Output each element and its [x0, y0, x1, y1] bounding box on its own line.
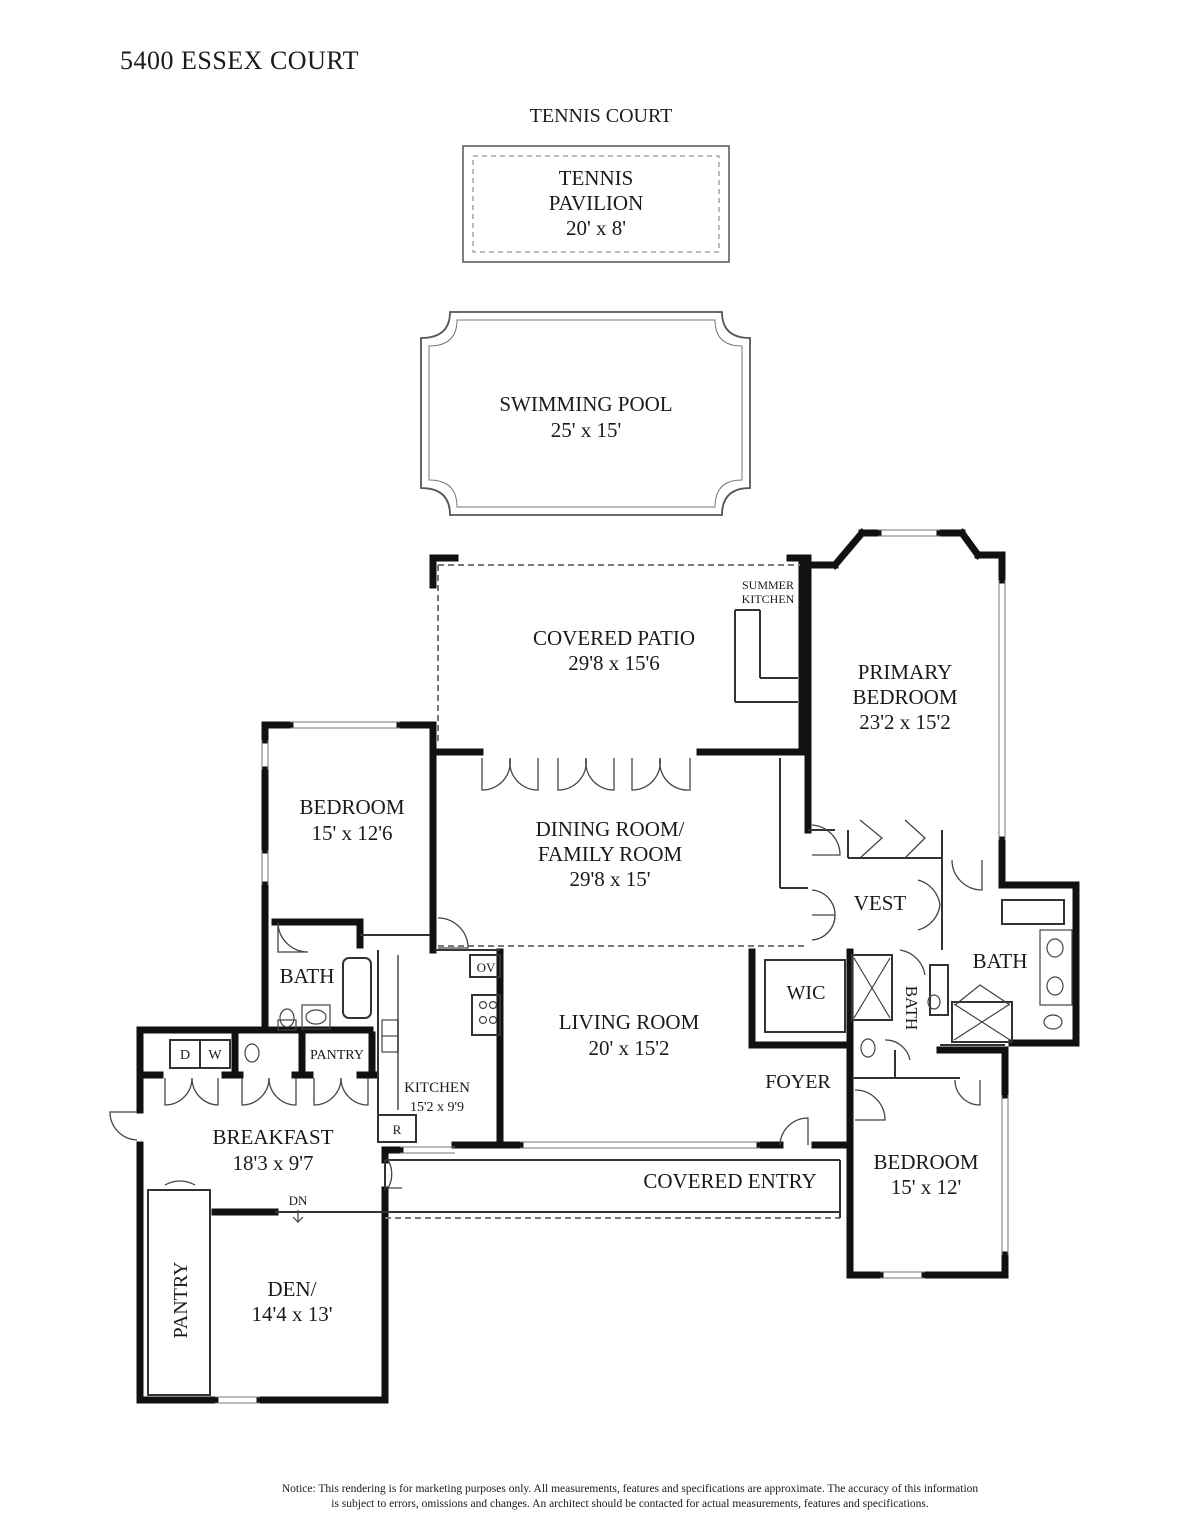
- covered-entry-label: COVERED ENTRY: [643, 1169, 816, 1193]
- wic-label: WIC: [787, 982, 826, 1004]
- breakfast-label: BREAKFAST: [213, 1125, 334, 1149]
- dryer-label: D: [180, 1048, 190, 1063]
- primary-bedroom-label-1: PRIMARY: [858, 660, 953, 684]
- dining-family-label-2: FAMILY ROOM: [538, 842, 683, 866]
- walls: [136, 528, 1080, 1404]
- refrigerator-label: R: [393, 1122, 402, 1137]
- tennis-pavilion: [462, 145, 730, 263]
- bath-primary-label: BATH: [973, 949, 1028, 973]
- living-room-label: LIVING ROOM: [559, 1010, 700, 1034]
- den-label: DEN/: [268, 1277, 317, 1301]
- bath-hall-label: BATH: [902, 986, 921, 1030]
- bedroom-west-size: 15' x 12'6: [311, 821, 392, 845]
- windows: [215, 529, 1009, 1404]
- pantry-small-label: PANTRY: [310, 1048, 364, 1063]
- kitchen-size: 15'2 x 9'9: [410, 1100, 464, 1115]
- bedroom-east-size: 15' x 12': [891, 1175, 962, 1199]
- breakfast-size: 18'3 x 9'7: [232, 1151, 313, 1175]
- covered-patio-size: 29'8 x 15'6: [568, 651, 660, 675]
- bedroom-west-label: BEDROOM: [299, 795, 404, 819]
- room-labels: TENNIS COURT TENNIS PAVILION 20' x 8' SW…: [170, 105, 1027, 1339]
- summer-kitchen-label-1: SUMMER: [742, 578, 794, 592]
- living-room-size: 20' x 15'2: [588, 1036, 669, 1060]
- oven-label: OV: [477, 960, 496, 975]
- pantry-tall-label: PANTRY: [170, 1261, 192, 1338]
- notice-line-2: is subject to errors, omissions and chan…: [331, 1498, 929, 1510]
- primary-bedroom-label-2: BEDROOM: [852, 685, 957, 709]
- summer-kitchen-label-2: KITCHEN: [742, 592, 795, 606]
- dining-family-label-1: DINING ROOM/: [536, 817, 685, 841]
- doors: [109, 757, 1011, 1189]
- thin-walls: [147, 564, 1065, 1396]
- washer-label: W: [208, 1048, 222, 1063]
- kitchen-label: KITCHEN: [404, 1080, 470, 1096]
- tennis-court-label: TENNIS COURT: [530, 105, 673, 127]
- bath-west-label: BATH: [280, 964, 335, 988]
- tennis-pavilion-size: 20' x 8': [566, 216, 626, 240]
- bedroom-east-label: BEDROOM: [873, 1150, 978, 1174]
- tennis-pavilion-label-2: PAVILION: [549, 191, 644, 215]
- stairs-down-label: DN: [289, 1193, 308, 1208]
- vest-label: VEST: [854, 891, 907, 915]
- tennis-pavilion-label-1: TENNIS: [559, 166, 634, 190]
- swimming-pool-label: SWIMMING POOL: [499, 392, 672, 416]
- swimming-pool-size: 25' x 15': [551, 418, 622, 442]
- foyer-label: FOYER: [765, 1071, 831, 1093]
- den-size: 14'4 x 13': [251, 1302, 332, 1326]
- covered-patio-label: COVERED PATIO: [533, 626, 695, 650]
- dining-family-size: 29'8 x 15': [569, 867, 650, 891]
- disclaimer-notice: Notice: This rendering is for marketing …: [150, 1482, 1110, 1512]
- property-title: 5400 ESSEX COURT: [120, 46, 360, 75]
- notice-line-1: Notice: This rendering is for marketing …: [281, 1483, 979, 1495]
- primary-bedroom-size: 23'2 x 15'2: [859, 710, 951, 734]
- fixtures: [244, 929, 1073, 1223]
- swimming-pool: [420, 311, 751, 516]
